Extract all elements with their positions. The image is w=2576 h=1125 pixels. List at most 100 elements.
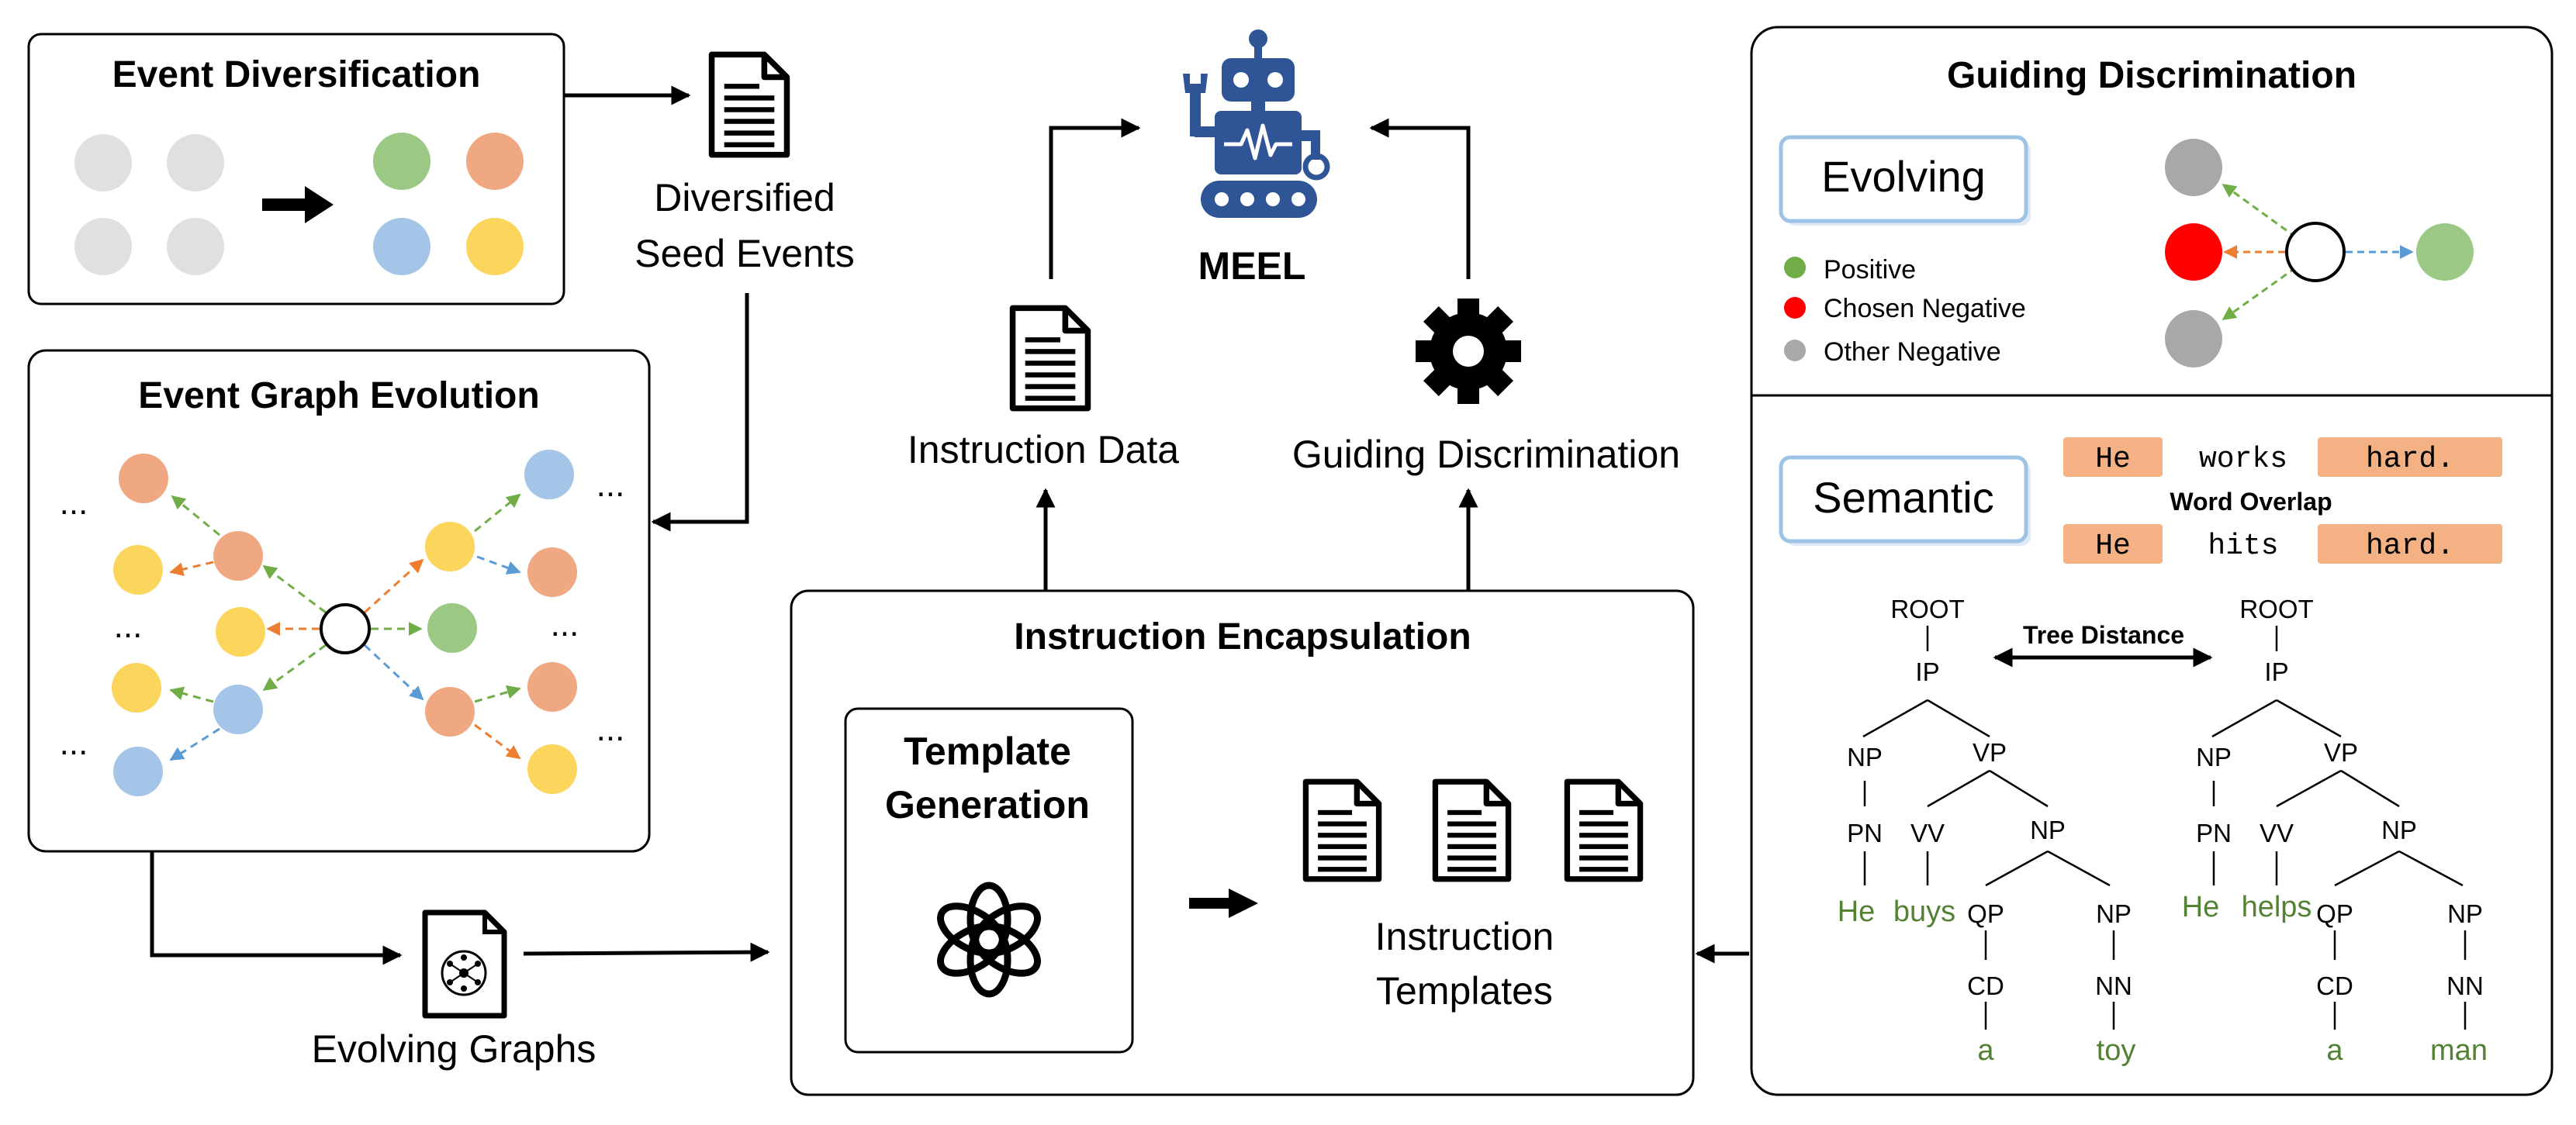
tree-node: VV <box>1910 819 1945 847</box>
sentence2-word: He <box>2095 530 2131 563</box>
ellipsis: ... <box>114 607 143 645</box>
tree-node: QP <box>1967 899 2004 928</box>
document-icon <box>1435 782 1508 879</box>
diversified-label-line2: Seed Events <box>634 232 855 275</box>
tree-word: a <box>2326 1034 2343 1067</box>
seed-node <box>167 218 224 275</box>
event-diversification-box: Event Diversification <box>27 33 565 305</box>
tree-node: NP <box>2030 816 2066 844</box>
semantic-label-box <box>1779 455 2028 544</box>
legend-positive: Positive <box>1824 255 1916 285</box>
tree-node: NP <box>2447 899 2483 928</box>
event-node <box>213 531 263 581</box>
instruction-encapsulation-title: Instruction Encapsulation <box>1014 616 1471 657</box>
tree-word: He <box>2182 891 2220 923</box>
event-node <box>427 603 477 653</box>
tree-node: NP <box>2096 899 2132 928</box>
document-icon <box>712 54 787 154</box>
ellipsis: ... <box>60 484 88 522</box>
event-node <box>213 685 263 734</box>
event-node <box>527 547 577 597</box>
guiding-panel-title: Guiding Discrimination <box>1947 55 2356 96</box>
legend-chosen-negative-dot <box>1784 297 1806 319</box>
other-negative-node <box>2165 310 2222 368</box>
generate-arrow <box>1189 889 1258 918</box>
flow-arrow <box>523 942 770 962</box>
diversified-node <box>373 218 430 275</box>
event-diversification-title: Event Diversification <box>112 54 481 95</box>
tree-node: CD <box>1967 971 2004 1000</box>
word-overlap-label: Word Overlap <box>2170 488 2332 516</box>
event-node <box>119 454 168 503</box>
template-generation-line1: Template <box>904 730 1071 773</box>
instruction-encapsulation-box: Instruction Encapsulation Template Gener… <box>790 589 1695 1096</box>
document-icon <box>1567 782 1640 879</box>
flow-arrow <box>1369 118 1471 279</box>
instruction-data-label: Instruction Data <box>908 428 1179 471</box>
tree-word: buys <box>1893 896 1955 928</box>
seed-node <box>167 134 224 192</box>
sentence1-word: works <box>2199 443 2287 476</box>
anchor-node <box>2285 222 2346 282</box>
tree-node: NP <box>1847 743 1883 771</box>
tree-node: VP <box>1973 738 2007 767</box>
tree-node: CD <box>2316 971 2353 1000</box>
parse-tree-2: ROOT IP NP VP PN VV NP He helps QP NP CD… <box>2182 595 2488 1067</box>
diversified-node <box>373 133 430 190</box>
ellipsis: ... <box>596 710 625 748</box>
ellipsis: ... <box>596 466 625 504</box>
robot-icon <box>1183 29 1330 218</box>
positive-node <box>2416 223 2474 281</box>
tree-node: IP <box>1915 657 1939 686</box>
instruction-templates-line2: Templates <box>1376 969 1553 1013</box>
gear-icon <box>1416 299 1521 404</box>
guiding-discrimination-panel: Guiding Discrimination Evolving Positive… <box>1750 26 2554 1096</box>
event-node <box>425 522 475 571</box>
template-generation-box <box>844 707 1134 1054</box>
instruction-templates-line1: Instruction <box>1375 915 1554 958</box>
event-node <box>524 450 574 499</box>
sentence2-word: hits <box>2208 530 2278 563</box>
document-icon <box>1013 308 1088 408</box>
event-node <box>112 663 161 713</box>
diversified-label-line1: Diversified <box>654 176 835 219</box>
tree-node: PN <box>2196 819 2232 847</box>
tree-word: a <box>1977 1034 1994 1067</box>
openai-logo-icon <box>937 882 1041 998</box>
seed-node <box>74 134 132 192</box>
template-generation-line2: Generation <box>885 783 1090 826</box>
legend-chosen-negative: Chosen Negative <box>1824 294 2026 323</box>
semantic-label: Semantic <box>1813 473 1993 522</box>
tree-node: NP <box>2381 816 2417 844</box>
event-graph-evolution-title: Event Graph Evolution <box>138 375 539 416</box>
flow-arrow <box>1049 118 1141 279</box>
tree-node: ROOT <box>1890 595 1964 623</box>
event-node <box>527 662 577 712</box>
tree-node: VV <box>2260 819 2294 847</box>
sentence1-word: hard. <box>2366 443 2454 476</box>
tree-node: NN <box>2095 971 2132 1000</box>
tree-node: VP <box>2324 738 2358 767</box>
tree-word: helps <box>2242 891 2312 923</box>
tree-node: IP <box>2264 657 2288 686</box>
tree-node: PN <box>1847 819 1883 847</box>
flow-arrow <box>150 851 403 965</box>
legend-other-negative-dot <box>1784 340 1806 361</box>
sentence1-word: He <box>2095 443 2131 476</box>
event-node <box>216 607 265 657</box>
event-node <box>113 747 163 796</box>
meel-label: MEEL <box>1198 244 1306 288</box>
flow-arrow <box>651 293 749 532</box>
tree-node: ROOT <box>2239 595 2313 623</box>
chosen-negative-node <box>2165 223 2222 281</box>
tree-node: QP <box>2316 899 2353 928</box>
event-node <box>527 744 577 794</box>
evolving-graphs-label: Evolving Graphs <box>312 1027 596 1071</box>
event-node <box>113 545 163 595</box>
tree-node: NP <box>2196 743 2232 771</box>
diversified-node <box>466 218 524 275</box>
event-graph-evolution-box: Event Graph Evolution <box>27 349 651 853</box>
tree-distance-label: Tree Distance <box>2023 621 2184 649</box>
evolving-label: Evolving <box>1821 152 1986 201</box>
